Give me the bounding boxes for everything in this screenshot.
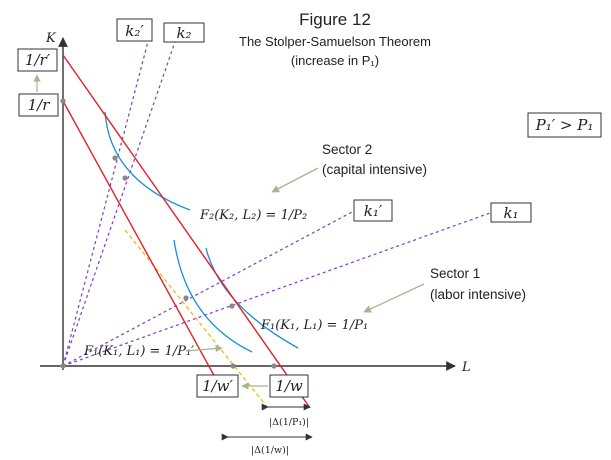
point-sector1-old <box>183 295 189 301</box>
ray-k1-new <box>62 211 353 367</box>
point-intercept-1w-new <box>230 363 236 369</box>
label-1w: 1/w <box>275 377 303 395</box>
label-1w-new: 1/w′ <box>202 377 233 395</box>
delta-w-label: |Δ(1/w)| <box>251 445 289 456</box>
label-k1: k₁ <box>503 204 518 222</box>
label-k2-new: k₂′ <box>125 22 144 40</box>
isoquant-f1-label: F₁(K₁, L₁) = 1/P₁ <box>260 318 368 333</box>
isoquant-sector1-new <box>173 239 253 353</box>
figure-subtitle-2: (increase in P₁) <box>291 53 379 68</box>
label-1r-new: 1/r′ <box>25 51 51 69</box>
pointer-sector1 <box>363 283 425 313</box>
pointer-f1-new <box>185 344 223 353</box>
point-intercept-1r <box>60 98 66 104</box>
isoquant-sector2 <box>104 111 191 211</box>
isocost-old <box>62 100 223 391</box>
sector1-label: Sector 1 <box>430 266 480 281</box>
point-sector2-new <box>122 175 128 181</box>
figure-title: Figure 12 <box>299 10 371 29</box>
delta-p-label: |Δ(1/P₁)| <box>269 417 309 428</box>
label-k1-new: k₁′ <box>364 202 383 220</box>
label-k2: k₂ <box>176 24 191 42</box>
point-origin <box>60 363 66 369</box>
isoquant-f2-label: F₂(K₂, L₂) = 1/P₂ <box>199 208 307 223</box>
point-sector1-new <box>229 303 235 309</box>
isocost-new <box>62 54 311 409</box>
isoquant-f1-new-label: F₁(K₁, L₁) = 1/P₁′ <box>83 344 194 359</box>
x-axis-label: L <box>461 360 471 375</box>
y-axis-label: K <box>45 31 57 46</box>
sector1-sublabel: (labor intensive) <box>430 287 526 302</box>
point-sector2-old <box>112 155 118 161</box>
condition-label: P₁′ > P₁ <box>535 116 594 134</box>
point-intercept-1w <box>271 363 277 369</box>
pointer-sector2 <box>271 167 319 193</box>
shifted-isocost-dashed <box>124 229 269 409</box>
ray-k2-new <box>62 29 152 367</box>
sector2-label: Sector 2 <box>322 142 372 157</box>
figure-subtitle: The Stolper-Samuelson Theorem <box>239 34 431 49</box>
label-1r: 1/r <box>28 96 51 114</box>
sector2-sublabel: (capital intensive) <box>322 162 427 177</box>
